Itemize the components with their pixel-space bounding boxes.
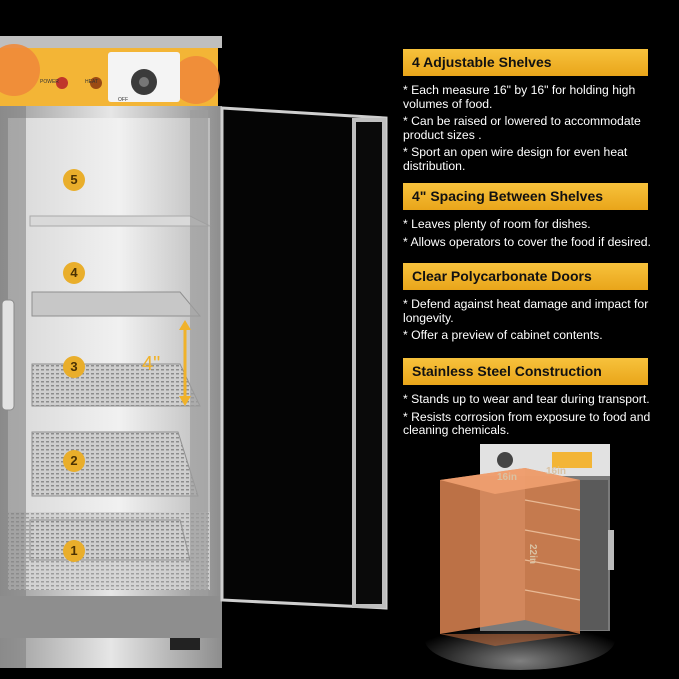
feature-bullets-adjustable-shelves: * Each measure 16" by 16" for holding hi… (403, 83, 673, 177)
width-dimension: 16in (497, 472, 518, 483)
feature-bullets-doors: * Defend against heat damage and impact … (403, 297, 673, 347)
feature-header-doors: Clear Polycarbonate Doors (403, 263, 648, 290)
bullet: * Stands up to wear and tear during tran… (403, 392, 650, 406)
dimension-illustration (425, 444, 615, 670)
shelves (29, 215, 211, 561)
bullet: * Leaves plenty of room for dishes. (403, 217, 591, 231)
feature-header-construction: Stainless Steel Construction (403, 358, 648, 385)
bullet: * Allows operators to cover the food if … (403, 234, 651, 249)
heat-light-icon (90, 77, 102, 89)
heat-label: HEAT (85, 79, 98, 85)
shelf-number-3: 3 (63, 356, 85, 378)
height-dimension: 22in (527, 544, 538, 565)
feature-header-shelf-spacing: 4" Spacing Between Shelves (403, 183, 648, 210)
off-label: OFF (118, 97, 128, 103)
bullet: * Each measure 16" by 16" for holding hi… (403, 83, 636, 111)
power-label: POWER (40, 79, 59, 85)
feature-bullets-shelf-spacing: * Leaves plenty of room for dishes. * Al… (403, 217, 673, 253)
bullet: * Offer a preview of cabinet contents. (403, 328, 603, 342)
shelf-number-4: 4 (63, 262, 85, 284)
feature-header-adjustable-shelves: 4 Adjustable Shelves (403, 49, 648, 76)
bullet: * Defend against heat damage and impact … (403, 297, 649, 325)
feature-bullets-construction: * Stands up to wear and tear during tran… (403, 392, 673, 442)
bullet: * Can be raised or lowered to accommodat… (403, 114, 641, 142)
warmer-cabinet-illustration (0, 36, 388, 668)
shelf-number-2: 2 (63, 450, 85, 472)
door-handle (1, 299, 15, 411)
shelf-number-5: 5 (63, 169, 85, 191)
depth-dimension: 16in (546, 466, 567, 477)
bullet: * Sport an open wire design for even hea… (403, 145, 628, 173)
power-light-icon (56, 77, 68, 89)
shelf-number-1: 1 (63, 540, 85, 562)
shelf-spacing-label: 4" (142, 353, 161, 375)
bullet: * Resists corrosion from exposure to foo… (403, 409, 651, 437)
spacing-arrow-icon (179, 320, 191, 406)
